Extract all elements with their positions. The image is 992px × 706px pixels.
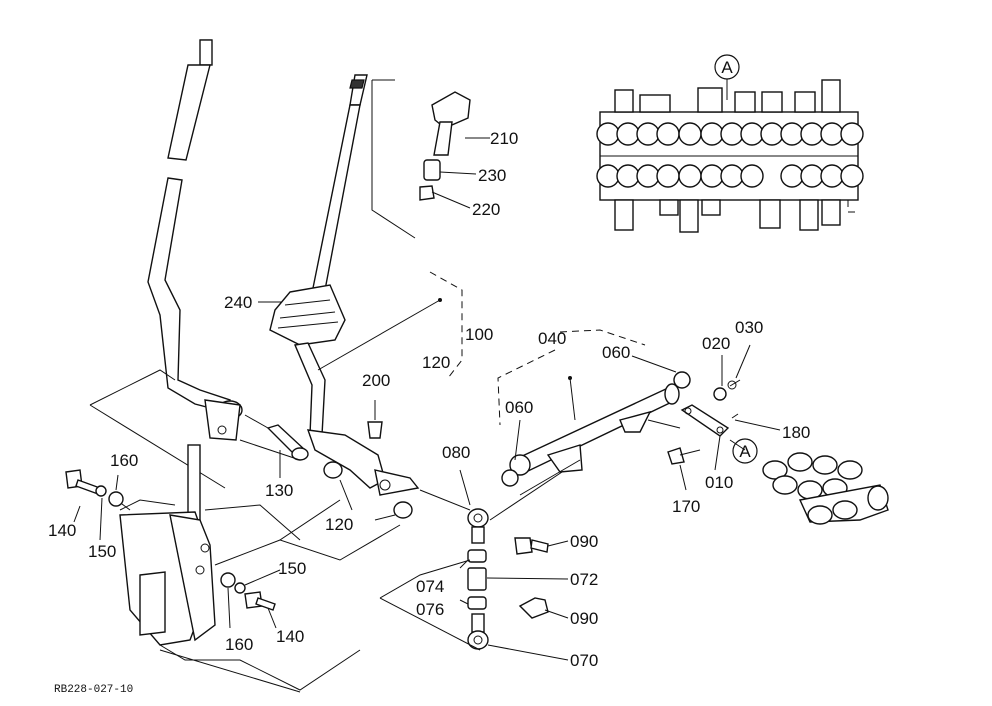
label-160-lower: 160 (225, 635, 253, 654)
label-150-left: 150 (88, 542, 116, 561)
label-040: 040 (538, 329, 566, 348)
plate-010 (680, 404, 730, 437)
callout-circle-a-top (714, 54, 740, 80)
label-100: 100 (465, 325, 493, 344)
valve-bank-large (596, 79, 864, 233)
lower-bracket-assembly (109, 444, 361, 693)
label-140-left: 140 (48, 521, 76, 540)
bolt-140b (244, 591, 276, 611)
washer-160a (108, 491, 124, 507)
rod-end-080 (467, 508, 489, 544)
main-shift-lever (269, 74, 420, 496)
washer-150a (95, 485, 107, 497)
label-090-upper: 090 (570, 532, 598, 551)
washer-150b (234, 582, 246, 594)
callout-a-top: A (721, 58, 733, 77)
knob-210 (431, 91, 471, 129)
label-120-lower: 120 (325, 515, 353, 534)
label-220: 220 (472, 200, 500, 219)
bushing-230 (423, 159, 441, 181)
nut-076 (467, 596, 487, 610)
label-070: 070 (570, 651, 598, 670)
bushing-060a (501, 469, 519, 487)
bolt-140a (65, 469, 101, 495)
knob-assembly (371, 79, 471, 239)
label-130: 130 (265, 481, 293, 500)
label-074: 074 (416, 577, 444, 596)
rod-040 (509, 383, 680, 476)
valve-bank-small (762, 452, 889, 525)
label-240: 240 (224, 293, 252, 312)
label-180: 180 (782, 423, 810, 442)
label-090-lower: 090 (570, 609, 598, 628)
label-200: 200 (362, 371, 390, 390)
label-076: 076 (416, 600, 444, 619)
nut-220 (419, 185, 435, 201)
bolt-090b (518, 597, 549, 619)
grease-nipple-200 (367, 400, 383, 439)
nut-074 (467, 549, 487, 563)
pin-030 (729, 379, 741, 387)
label-140-right: 140 (276, 627, 304, 646)
rod-end-070 (467, 613, 489, 650)
drawing-code: RB228-027-10 (54, 684, 133, 696)
bushing-120a (323, 461, 343, 479)
washer-160b (220, 572, 236, 588)
label-010: 010 (705, 473, 733, 492)
upper-lever-rod (147, 39, 243, 441)
callout-circle-a-mid (732, 438, 758, 464)
label-072: 072 (570, 570, 598, 589)
label-030: 030 (735, 318, 763, 337)
label-210: 210 (490, 129, 518, 148)
label-060-left: 060 (505, 398, 533, 417)
bolt-090a (514, 537, 549, 555)
label-020: 020 (702, 334, 730, 353)
label-230: 230 (478, 166, 506, 185)
bushing-060b (673, 371, 691, 389)
label-150-right: 150 (278, 559, 306, 578)
washer-020 (713, 387, 727, 401)
label-170: 170 (672, 497, 700, 516)
bushing-120b (393, 501, 413, 519)
label-060-right: 060 (602, 343, 630, 362)
adjuster-072 (467, 567, 487, 591)
bolt-170 (667, 447, 701, 465)
label-080: 080 (442, 443, 470, 462)
shaft-130 (244, 414, 309, 461)
label-120-upper: 120 (422, 353, 450, 372)
callout-a-mid: A (739, 442, 751, 461)
label-160-upper: 160 (110, 451, 138, 470)
